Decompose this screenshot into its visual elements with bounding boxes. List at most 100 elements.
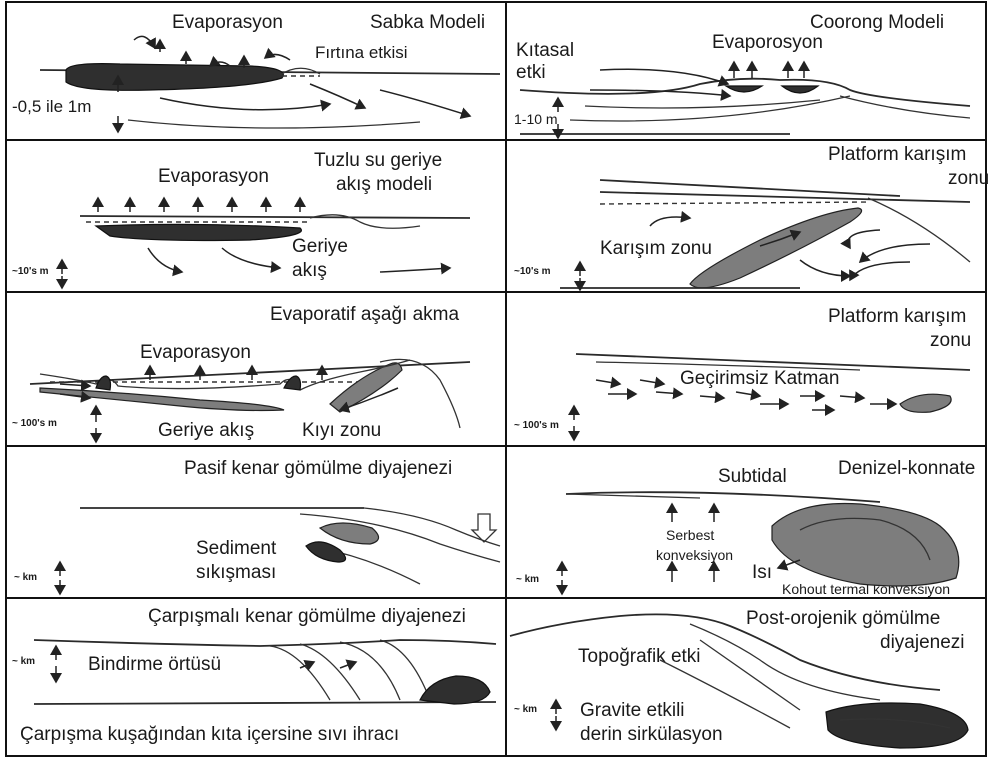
collision-thrust-label: Bindirme örtüsü — [88, 654, 221, 675]
reflux-flow-arrow-3 — [380, 268, 450, 272]
panel-evap-down: Evaporatif aşağı akma Evaporasyon Geriye… — [12, 304, 470, 442]
marine-connate-free-conv-label-2: konveksiyon — [656, 547, 733, 563]
reflux-title-1: Tuzlu su geriye — [314, 150, 442, 171]
platform-mix-arrow-5 — [800, 260, 850, 276]
marine-connate-heat-label: Isı — [752, 562, 772, 583]
platform-mix2-title-2: zonu — [930, 330, 971, 351]
reflux-flow-arrow-1 — [148, 248, 182, 272]
post-orogenic-topo-label: Topoğrafik etki — [578, 646, 701, 667]
collision-thrust-2 — [300, 644, 360, 700]
evap-down-evaporation-label: Evaporasyon — [140, 342, 251, 363]
evap-down-flow-1 — [60, 384, 90, 386]
reflux-flow-label-1: Geriye — [292, 236, 348, 257]
platform-mix2-aquitard-label: Geçirimsiz Katman — [680, 368, 839, 389]
platform-mix2-arrow-9 — [840, 396, 864, 398]
evap-down-nodule-2 — [284, 376, 301, 390]
coorong-continental-label-1: Kıtasal — [516, 40, 574, 61]
platform-mix2-arrow-6 — [736, 392, 760, 396]
sabka-scale-label: -0,5 ile 1m — [12, 97, 91, 116]
platform-mix-zone-body — [690, 208, 862, 288]
platform-mix2-lens — [900, 394, 951, 412]
coorong-flow-4 — [570, 96, 850, 121]
platform-mix-title-1: Platform karışım — [828, 144, 966, 165]
post-orogenic-gravity-label-1: Gravite etkili — [580, 700, 685, 721]
coorong-lake-2 — [782, 86, 818, 93]
platform-mix2-arrow-1 — [596, 380, 620, 384]
passive-title: Pasif kenar gömülme diyajenezi — [184, 458, 452, 479]
platform-mix2-scale-label: ~ 100's m — [514, 420, 559, 431]
post-orogenic-flow-1 — [690, 624, 880, 700]
evap-down-scale-label: ~ 100's m — [12, 418, 57, 429]
platform-mix-arrow-1 — [650, 217, 690, 226]
collision-arrow-2 — [340, 662, 356, 668]
evap-down-shore-label: Kıyı zonu — [302, 420, 381, 441]
collision-surface — [34, 640, 496, 646]
platform-mix-arrow-6 — [850, 262, 910, 280]
panel-post-orogenic: Post-orojenik gömülme diyajenezi Topoğra… — [510, 608, 968, 748]
collision-title: Çarpışmalı kenar gömülme diyajenezi — [148, 606, 466, 627]
panel-coorong: Coorong Modeli Evaporosyon Kıtasal etki … — [514, 12, 970, 138]
panel-sabka: Evaporasyon Sabka Modeli Fırtına etkisi … — [12, 12, 500, 132]
marine-connate-surface — [566, 492, 880, 502]
post-orogenic-gravity-label-2: derin sirkülasyon — [580, 724, 723, 745]
panel-passive: Pasif kenar gömülme diyajenezi Sediment … — [14, 458, 500, 594]
platform-mix2-title-1: Platform karışım — [828, 306, 966, 327]
platform-mix2-arrow-5 — [700, 396, 724, 398]
sabka-flow-arrow-d — [310, 84, 365, 108]
sabka-title: Sabka Modeli — [370, 12, 485, 33]
marine-connate-carbonate-body — [772, 503, 959, 586]
coorong-continental-label-2: etki — [516, 62, 546, 83]
reflux-evaporite-body — [96, 224, 301, 240]
sabka-storm-arrow — [265, 54, 290, 60]
platform-mix-arrow-3 — [848, 230, 880, 248]
reflux-surface — [80, 216, 470, 218]
platform-mix2-arrow-4 — [656, 392, 682, 394]
reflux-title-2: akış modeli — [336, 174, 432, 195]
sabka-flow-arrow-c — [160, 98, 330, 110]
collision-thrust-4 — [380, 640, 430, 700]
passive-compaction-label-1: Sediment — [196, 538, 277, 559]
evap-down-reflux-band — [40, 388, 284, 411]
platform-mix-arrow-4 — [860, 244, 930, 262]
post-orogenic-scale-label: ~ km — [514, 704, 537, 715]
platform-mix-dashed — [600, 202, 870, 204]
post-orogenic-title-1: Post-orojenik gömülme — [746, 608, 940, 629]
platform-mix-zone-label: Karışım zonu — [600, 238, 712, 259]
sabka-storm-label: Fırtına etkisi — [315, 43, 408, 62]
collision-thrust-3 — [340, 642, 400, 700]
marine-connate-subtidal-label: Subtidal — [718, 466, 787, 487]
sabka-flow-arrow-a — [134, 36, 155, 48]
passive-scale-label: ~ km — [14, 572, 37, 583]
coorong-title: Coorong Modeli — [810, 12, 944, 33]
platform-mix-scale-label: ~10's m — [514, 266, 551, 277]
coorong-scale-label: 1-10 m — [514, 111, 558, 127]
reflux-scale-label: ~10's m — [12, 266, 49, 277]
panel-reflux: Tuzlu su geriye akış modeli Evaporasyon … — [12, 150, 470, 288]
evap-down-nodule-1 — [96, 376, 111, 390]
marine-connate-title: Denizel-konnate — [838, 458, 975, 479]
platform-mix2-arrow-3 — [640, 380, 664, 384]
panel-marine-connate: Denizel-konnate Subtidal Serbest konveks… — [516, 458, 975, 597]
marine-connate-free-conv-label-1: Serbest — [666, 527, 714, 543]
coorong-flow-3 — [585, 100, 820, 108]
marine-connate-scale-label: ~ km — [516, 574, 539, 585]
marine-connate-surface-2 — [566, 494, 700, 498]
coorong-evaporation-label: Evaporosyon — [712, 32, 823, 53]
evap-down-title: Evaporatif aşağı akma — [270, 304, 459, 325]
collision-lens — [420, 676, 490, 704]
sabka-evaporite-body — [66, 64, 283, 91]
panel-platform-mix-2: Platform karışım zonu Geçirimsiz Katman … — [514, 306, 971, 440]
passive-lens-1 — [320, 523, 379, 544]
post-orogenic-reservoir — [826, 703, 968, 748]
passive-lens-2 — [306, 542, 346, 562]
collision-detachment — [34, 702, 496, 704]
sabka-deep-flow — [128, 120, 420, 128]
passive-compaction-label-2: sıkışması — [196, 562, 276, 583]
sabka-evaporation-label: Evaporasyon — [172, 12, 283, 33]
platform-mix-title-2: zonu — [948, 168, 989, 189]
evap-down-reflux-label: Geriye akış — [158, 420, 254, 441]
platform-mix-surface-2 — [600, 192, 970, 202]
collision-expulsion-label: Çarpışma kuşağından kıta içersine sıvı i… — [20, 724, 399, 745]
reflux-evaporation-label: Evaporasyon — [158, 166, 269, 187]
